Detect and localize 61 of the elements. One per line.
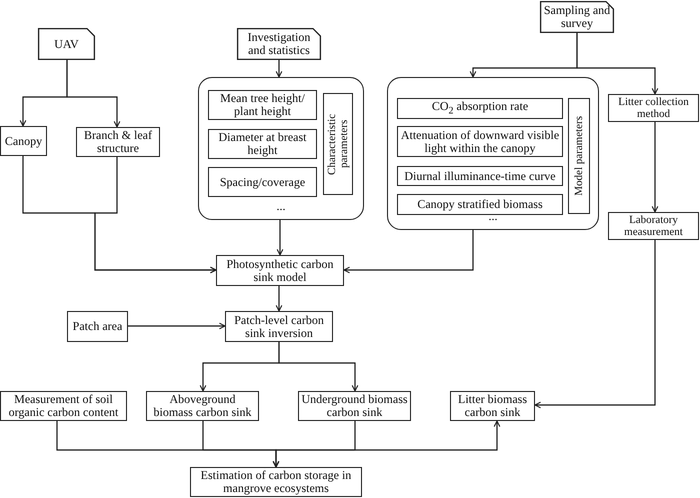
node-label: CO$_{2}$ absorption rate [432, 100, 528, 118]
process-box [0, 391, 127, 421]
node-label: Litter collection method [617, 96, 690, 120]
process-box [146, 391, 259, 421]
process-box [608, 212, 699, 240]
process-box [76, 127, 160, 157]
ellipsis-text: ... [488, 210, 498, 223]
node-label: Canopy stratified biomass [417, 198, 543, 211]
document-box [237, 28, 321, 60]
process-box [450, 391, 535, 421]
node-label: Mean tree height/ plant height [219, 92, 306, 118]
node-label: Diurnal illuminance-time curve [404, 170, 556, 182]
node-label: Investigation and statistics [246, 31, 312, 57]
connector-arrow [128, 322, 226, 330]
process-box [208, 167, 317, 197]
vertical-label-box [323, 93, 353, 195]
node-label: Patch-level carbon sink inversion [233, 314, 325, 340]
process-box [208, 90, 317, 120]
connector-arrow [276, 286, 282, 312]
node-label: Diameter at breast height [218, 131, 308, 157]
process-box [397, 166, 563, 186]
node-label: Branch & leaf structure [83, 129, 153, 155]
connector-arrow [343, 230, 474, 274]
process-box [0, 126, 47, 156]
parameter-label: Characteristic parameters [326, 112, 350, 177]
connector-arrow [652, 122, 658, 213]
connector-arrow [278, 342, 358, 392]
node-label: Underground biomass carbon sink [301, 393, 408, 419]
connector-arrow [276, 220, 284, 256]
connector-arrow [94, 157, 217, 274]
parameter-group-box [198, 77, 364, 220]
node-label: Laboratory measurement [623, 214, 684, 238]
node-label: Litter biomass carbon sink [457, 393, 528, 419]
process-box [190, 467, 362, 497]
process-box [67, 311, 128, 342]
node-label: Canopy [4, 134, 42, 148]
parameter-group-box [387, 77, 599, 230]
process-box [397, 194, 563, 215]
node-label: Measurement of soil organic carbon content [8, 393, 120, 419]
vertical-label-box [568, 98, 590, 214]
connector-arrow [272, 420, 500, 468]
document-box [38, 28, 95, 60]
node-label: UAV [54, 38, 79, 50]
connector-arrow [534, 240, 656, 408]
process-box [208, 129, 317, 159]
node-label: Patch area [72, 320, 122, 333]
node-label: Spacing/coverage [220, 176, 306, 188]
node-label: Photosynthetic carbon sink model [226, 258, 334, 284]
ellipsis-text: ... [276, 200, 286, 213]
connector-arrow [276, 60, 282, 78]
process-box [225, 311, 333, 342]
connector-arrow [576, 33, 658, 95]
process-box [397, 98, 563, 119]
node-label: Sampling and survey [542, 4, 612, 30]
node-label: Attenuation of downward visible light within the canopy [400, 128, 560, 154]
connector-arrow [66, 60, 120, 128]
parameter-label: Model parameters [573, 116, 585, 196]
process-box [216, 255, 344, 286]
node-label: Aboveground biomass carbon sink [152, 393, 252, 419]
node-label: Estimation of carbon storage in mangrove ecosystems [200, 469, 352, 495]
process-box [608, 94, 699, 122]
